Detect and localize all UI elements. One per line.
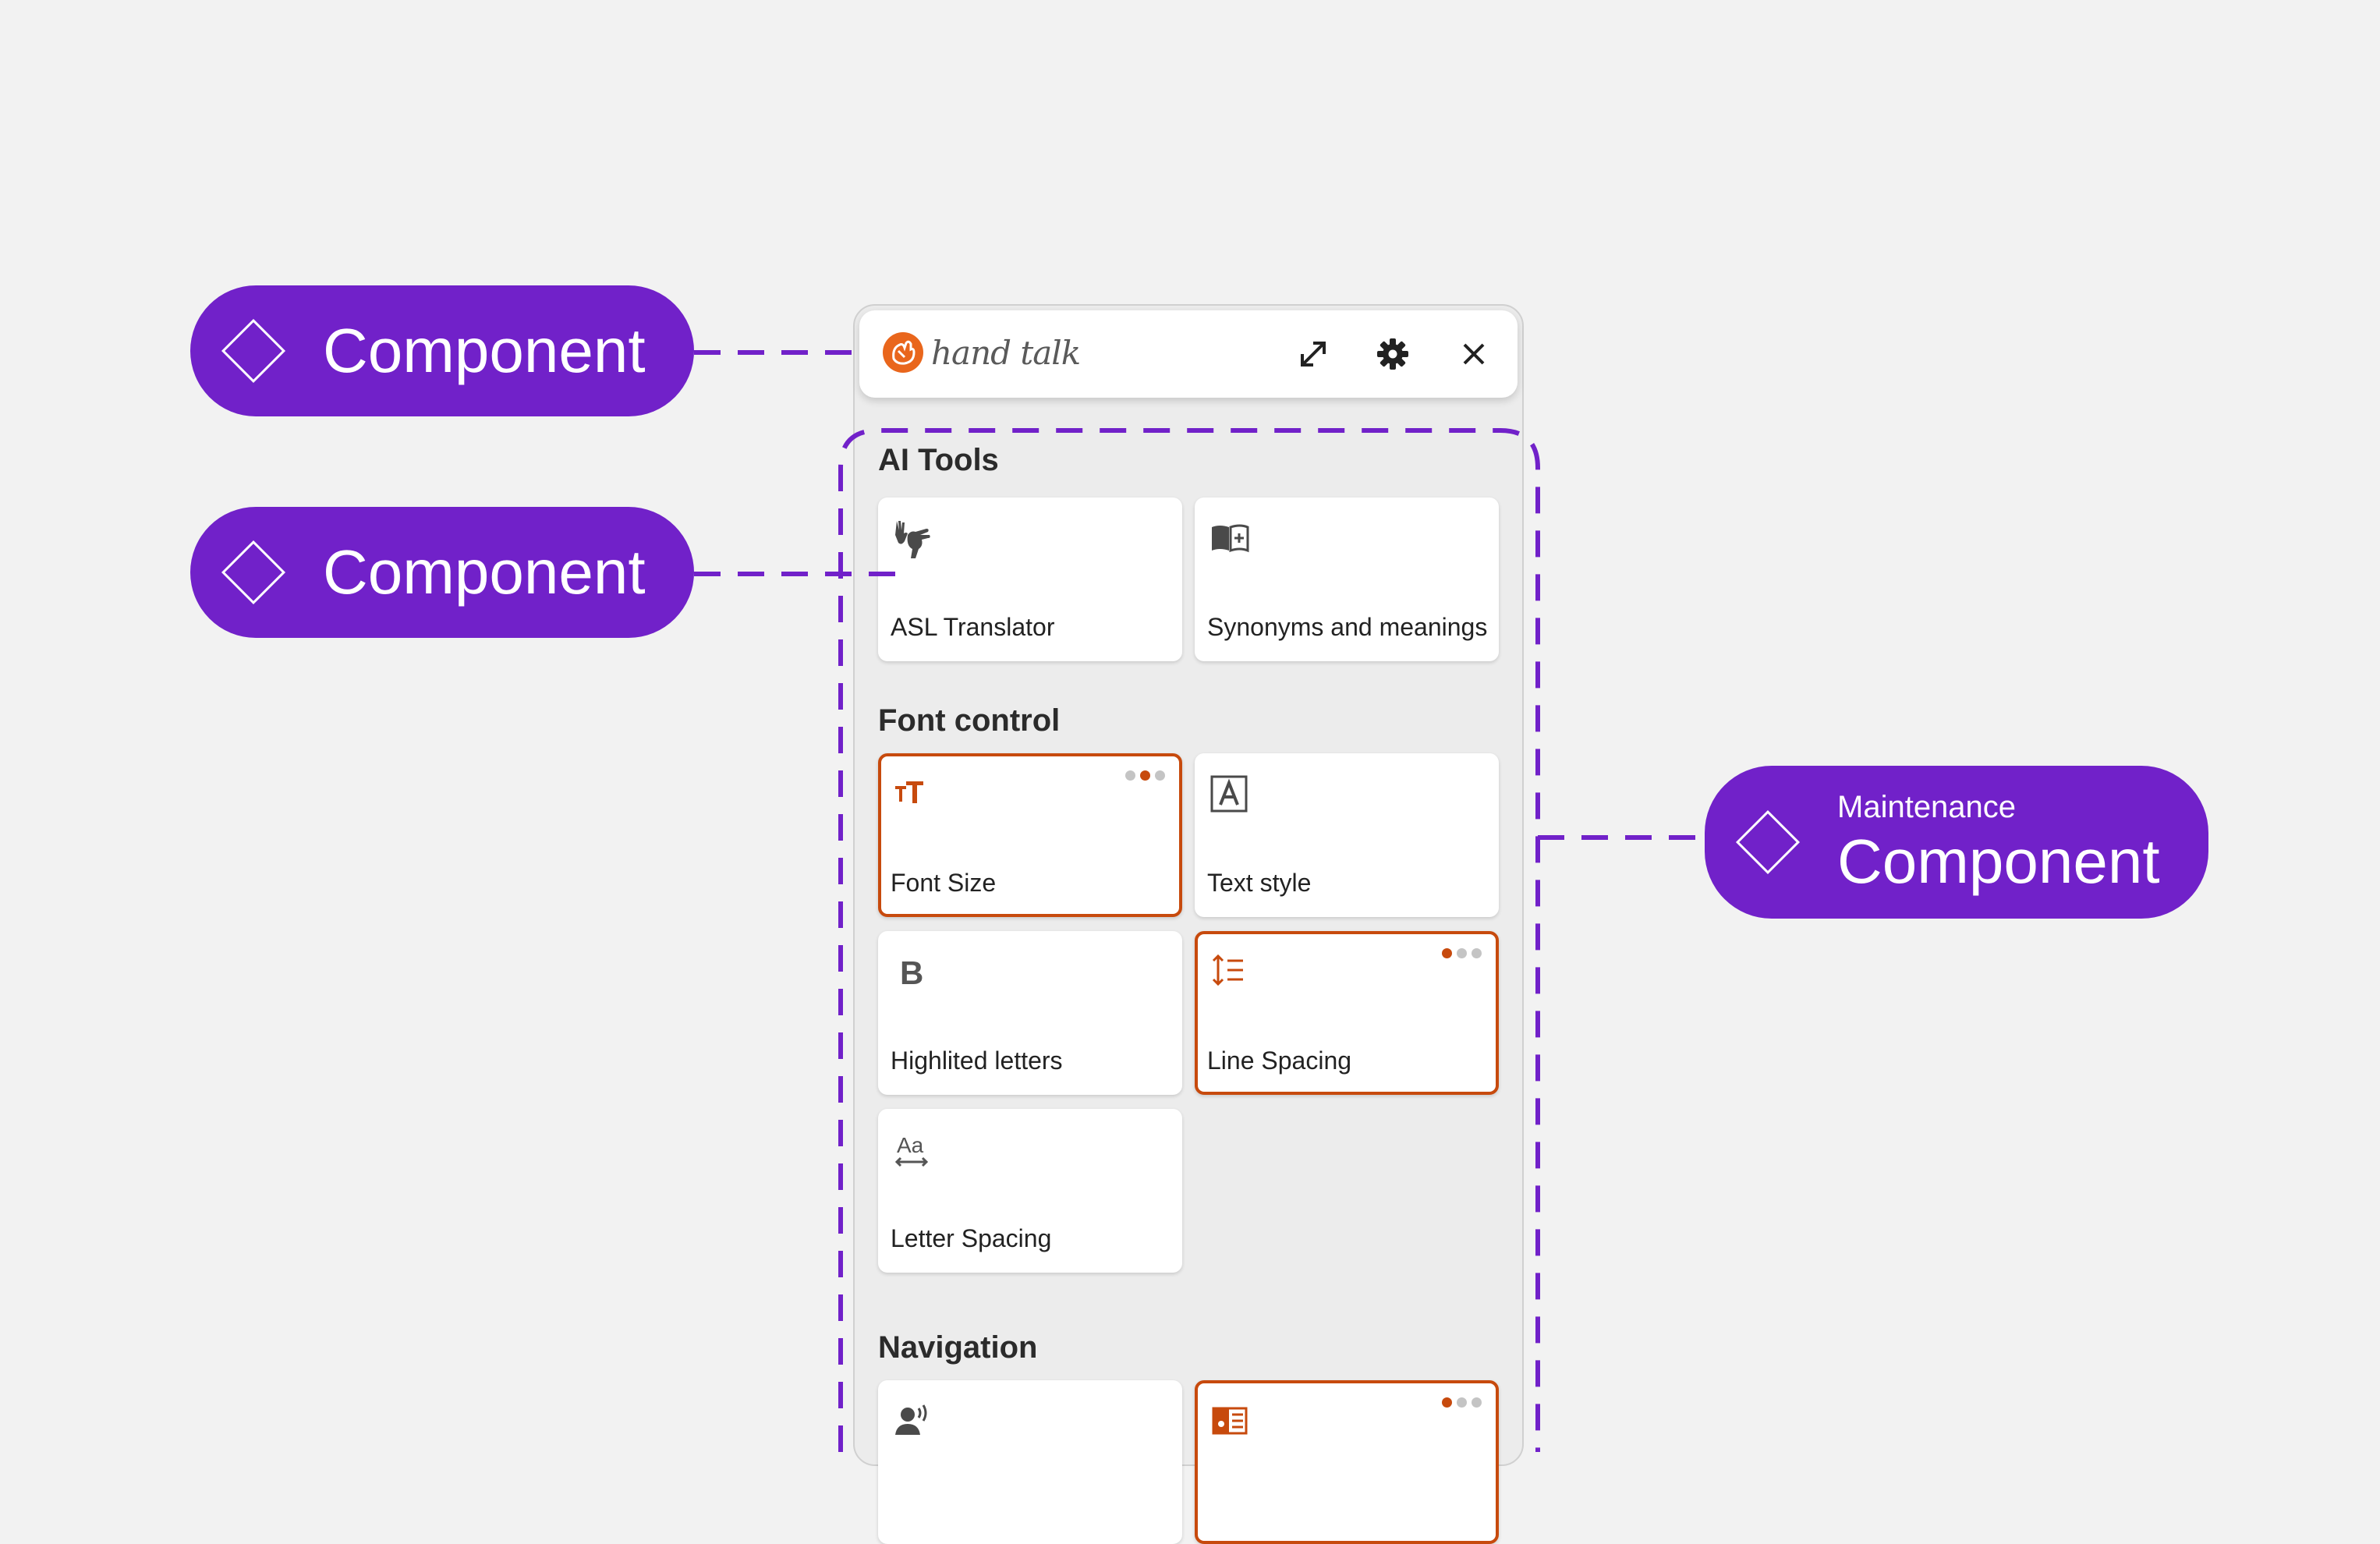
component-diamond-icon [1735, 809, 1801, 875]
hand-talk-logo-icon [883, 332, 923, 373]
card-navigation-reading[interactable] [1195, 1380, 1499, 1544]
bold-icon: B [892, 951, 934, 993]
card-label: ASL Translator [891, 613, 1055, 641]
level-indicator [1125, 770, 1165, 781]
component-diamond-icon [221, 318, 286, 384]
book-icon [1209, 518, 1251, 560]
card-navigation-voice[interactable] [878, 1380, 1182, 1544]
hand-talk-logo: hand talk [883, 332, 1081, 373]
card-synonyms-and-meanings[interactable]: Synonyms and meanings [1195, 498, 1499, 661]
close-icon[interactable] [1452, 332, 1496, 376]
component-annotation-card: Component [190, 507, 694, 638]
svg-text:Aa: Aa [897, 1133, 924, 1157]
text-style-icon [1209, 774, 1251, 816]
level-indicator [1442, 948, 1482, 958]
logo-text: hand talk [931, 333, 1081, 372]
card-line-spacing[interactable]: Line Spacing [1195, 931, 1499, 1095]
section-title-font-control: Font control [878, 703, 1061, 738]
section-title-navigation: Navigation [878, 1330, 1038, 1365]
card-label: Text style [1207, 869, 1312, 897]
gear-icon[interactable] [1371, 332, 1415, 376]
card-letter-spacing[interactable]: Aa Letter Spacing [878, 1109, 1182, 1273]
annotation-label: Component [323, 537, 646, 607]
sign-hands-icon [892, 518, 934, 560]
card-text-style[interactable]: Text style [1195, 753, 1499, 917]
annotation-label: Component [323, 316, 646, 385]
voice-user-icon [892, 1401, 934, 1443]
card-label: Synonyms and meanings [1207, 613, 1488, 641]
annotation-sublabel: Maintenance [1837, 790, 2017, 824]
line-spacing-icon [1209, 951, 1251, 993]
card-label: Letter Spacing [891, 1224, 1052, 1252]
expand-icon[interactable] [1291, 332, 1335, 376]
svg-text:B: B [900, 954, 923, 991]
font-size-icon [892, 774, 934, 816]
card-highlighted-letters[interactable]: B Highlited letters [878, 931, 1182, 1095]
annotation-label: Component [1837, 827, 2160, 896]
widget-header: hand talk [859, 310, 1518, 398]
card-font-size[interactable]: Font Size [878, 753, 1182, 917]
card-label: Highlited letters [891, 1046, 1063, 1075]
level-indicator [1442, 1397, 1482, 1408]
section-title-ai-tools: AI Tools [878, 443, 999, 477]
letter-spacing-icon: Aa [892, 1129, 934, 1171]
card-label: Line Spacing [1207, 1046, 1352, 1075]
card-asl-translator[interactable]: ASL Translator [878, 498, 1182, 661]
component-annotation-header: Component [190, 285, 694, 416]
component-annotation-maintenance: Maintenance Component [1705, 766, 2208, 919]
card-label: Font Size [891, 869, 997, 897]
reading-mode-icon [1209, 1401, 1251, 1443]
component-diamond-icon [221, 540, 286, 605]
